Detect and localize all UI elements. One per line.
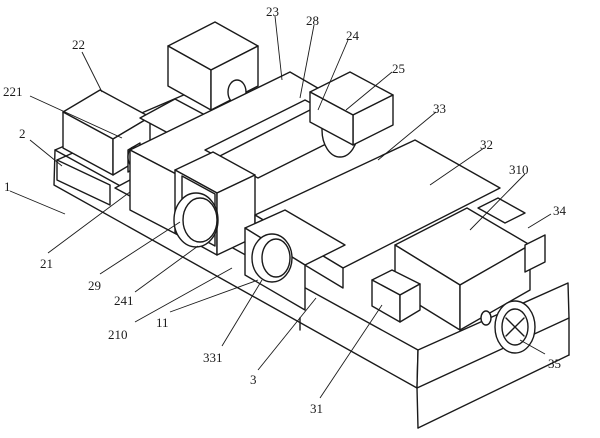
label-34: 34 — [553, 203, 567, 218]
handwheel-spoke-2 — [505, 317, 525, 337]
label-29: 29 — [88, 278, 101, 293]
leader-31 — [319, 304, 383, 399]
part-labels: 22 221 2 1 21 29 241 210 11 331 3 31 35 … — [3, 4, 567, 416]
label-221: 221 — [3, 84, 23, 99]
leader-210 — [134, 267, 233, 323]
label-22: 22 — [72, 37, 85, 52]
leader-11 — [169, 279, 259, 313]
block-25 — [309, 71, 394, 146]
roller-24-line — [211, 109, 311, 161]
leader-28 — [299, 24, 315, 99]
block-331 — [244, 209, 346, 311]
label-31: 31 — [310, 401, 323, 416]
leader-32 — [429, 147, 485, 186]
base-foot-bottom — [417, 354, 570, 429]
rail-front — [56, 159, 111, 206]
leader-25 — [345, 71, 393, 111]
block-31-side — [399, 283, 421, 323]
label-1: 1 — [4, 179, 11, 194]
leader-310 — [469, 173, 526, 231]
leader-33 — [377, 111, 437, 161]
base-foot-front — [416, 387, 419, 429]
label-23: 23 — [266, 4, 279, 19]
leader-35 — [519, 339, 546, 355]
motor-side — [210, 45, 259, 111]
rear-motor-block — [139, 21, 259, 135]
leader-3 — [257, 297, 317, 371]
leader-331 — [221, 279, 263, 347]
label-3: 3 — [250, 372, 257, 387]
block-25-front — [309, 91, 354, 146]
leader-1 — [9, 190, 66, 215]
leader-2 — [29, 139, 63, 167]
label-2: 2 — [19, 126, 26, 141]
label-24: 24 — [346, 28, 360, 43]
leader-29 — [99, 221, 181, 275]
handwheel-hub — [480, 310, 492, 326]
leader-23 — [274, 15, 283, 81]
leader-34 — [527, 213, 552, 229]
label-241: 241 — [114, 293, 134, 308]
leader-24 — [317, 39, 349, 111]
part-34-block — [524, 234, 546, 273]
part-34-top — [477, 197, 526, 224]
label-21: 21 — [40, 256, 53, 271]
leader-221 — [29, 95, 123, 139]
block-310 — [394, 207, 531, 331]
leader-lines — [9, 15, 552, 399]
label-35: 35 — [548, 356, 561, 371]
label-33: 33 — [433, 101, 446, 116]
label-331: 331 — [203, 350, 223, 365]
knob-241-inner — [182, 197, 218, 243]
label-28: 28 — [306, 13, 319, 28]
leader-241 — [134, 245, 199, 293]
block-310-side — [459, 244, 531, 331]
label-310: 310 — [509, 162, 529, 177]
leader-22 — [81, 51, 103, 93]
knob-331-inner — [261, 238, 291, 278]
label-210: 210 — [108, 327, 128, 342]
handwheel-35 — [480, 300, 536, 354]
block-31 — [371, 269, 421, 323]
label-25: 25 — [392, 61, 405, 76]
leader-21 — [47, 191, 131, 254]
label-32: 32 — [480, 137, 493, 152]
label-11: 11 — [156, 315, 169, 330]
part-34 — [477, 197, 546, 273]
